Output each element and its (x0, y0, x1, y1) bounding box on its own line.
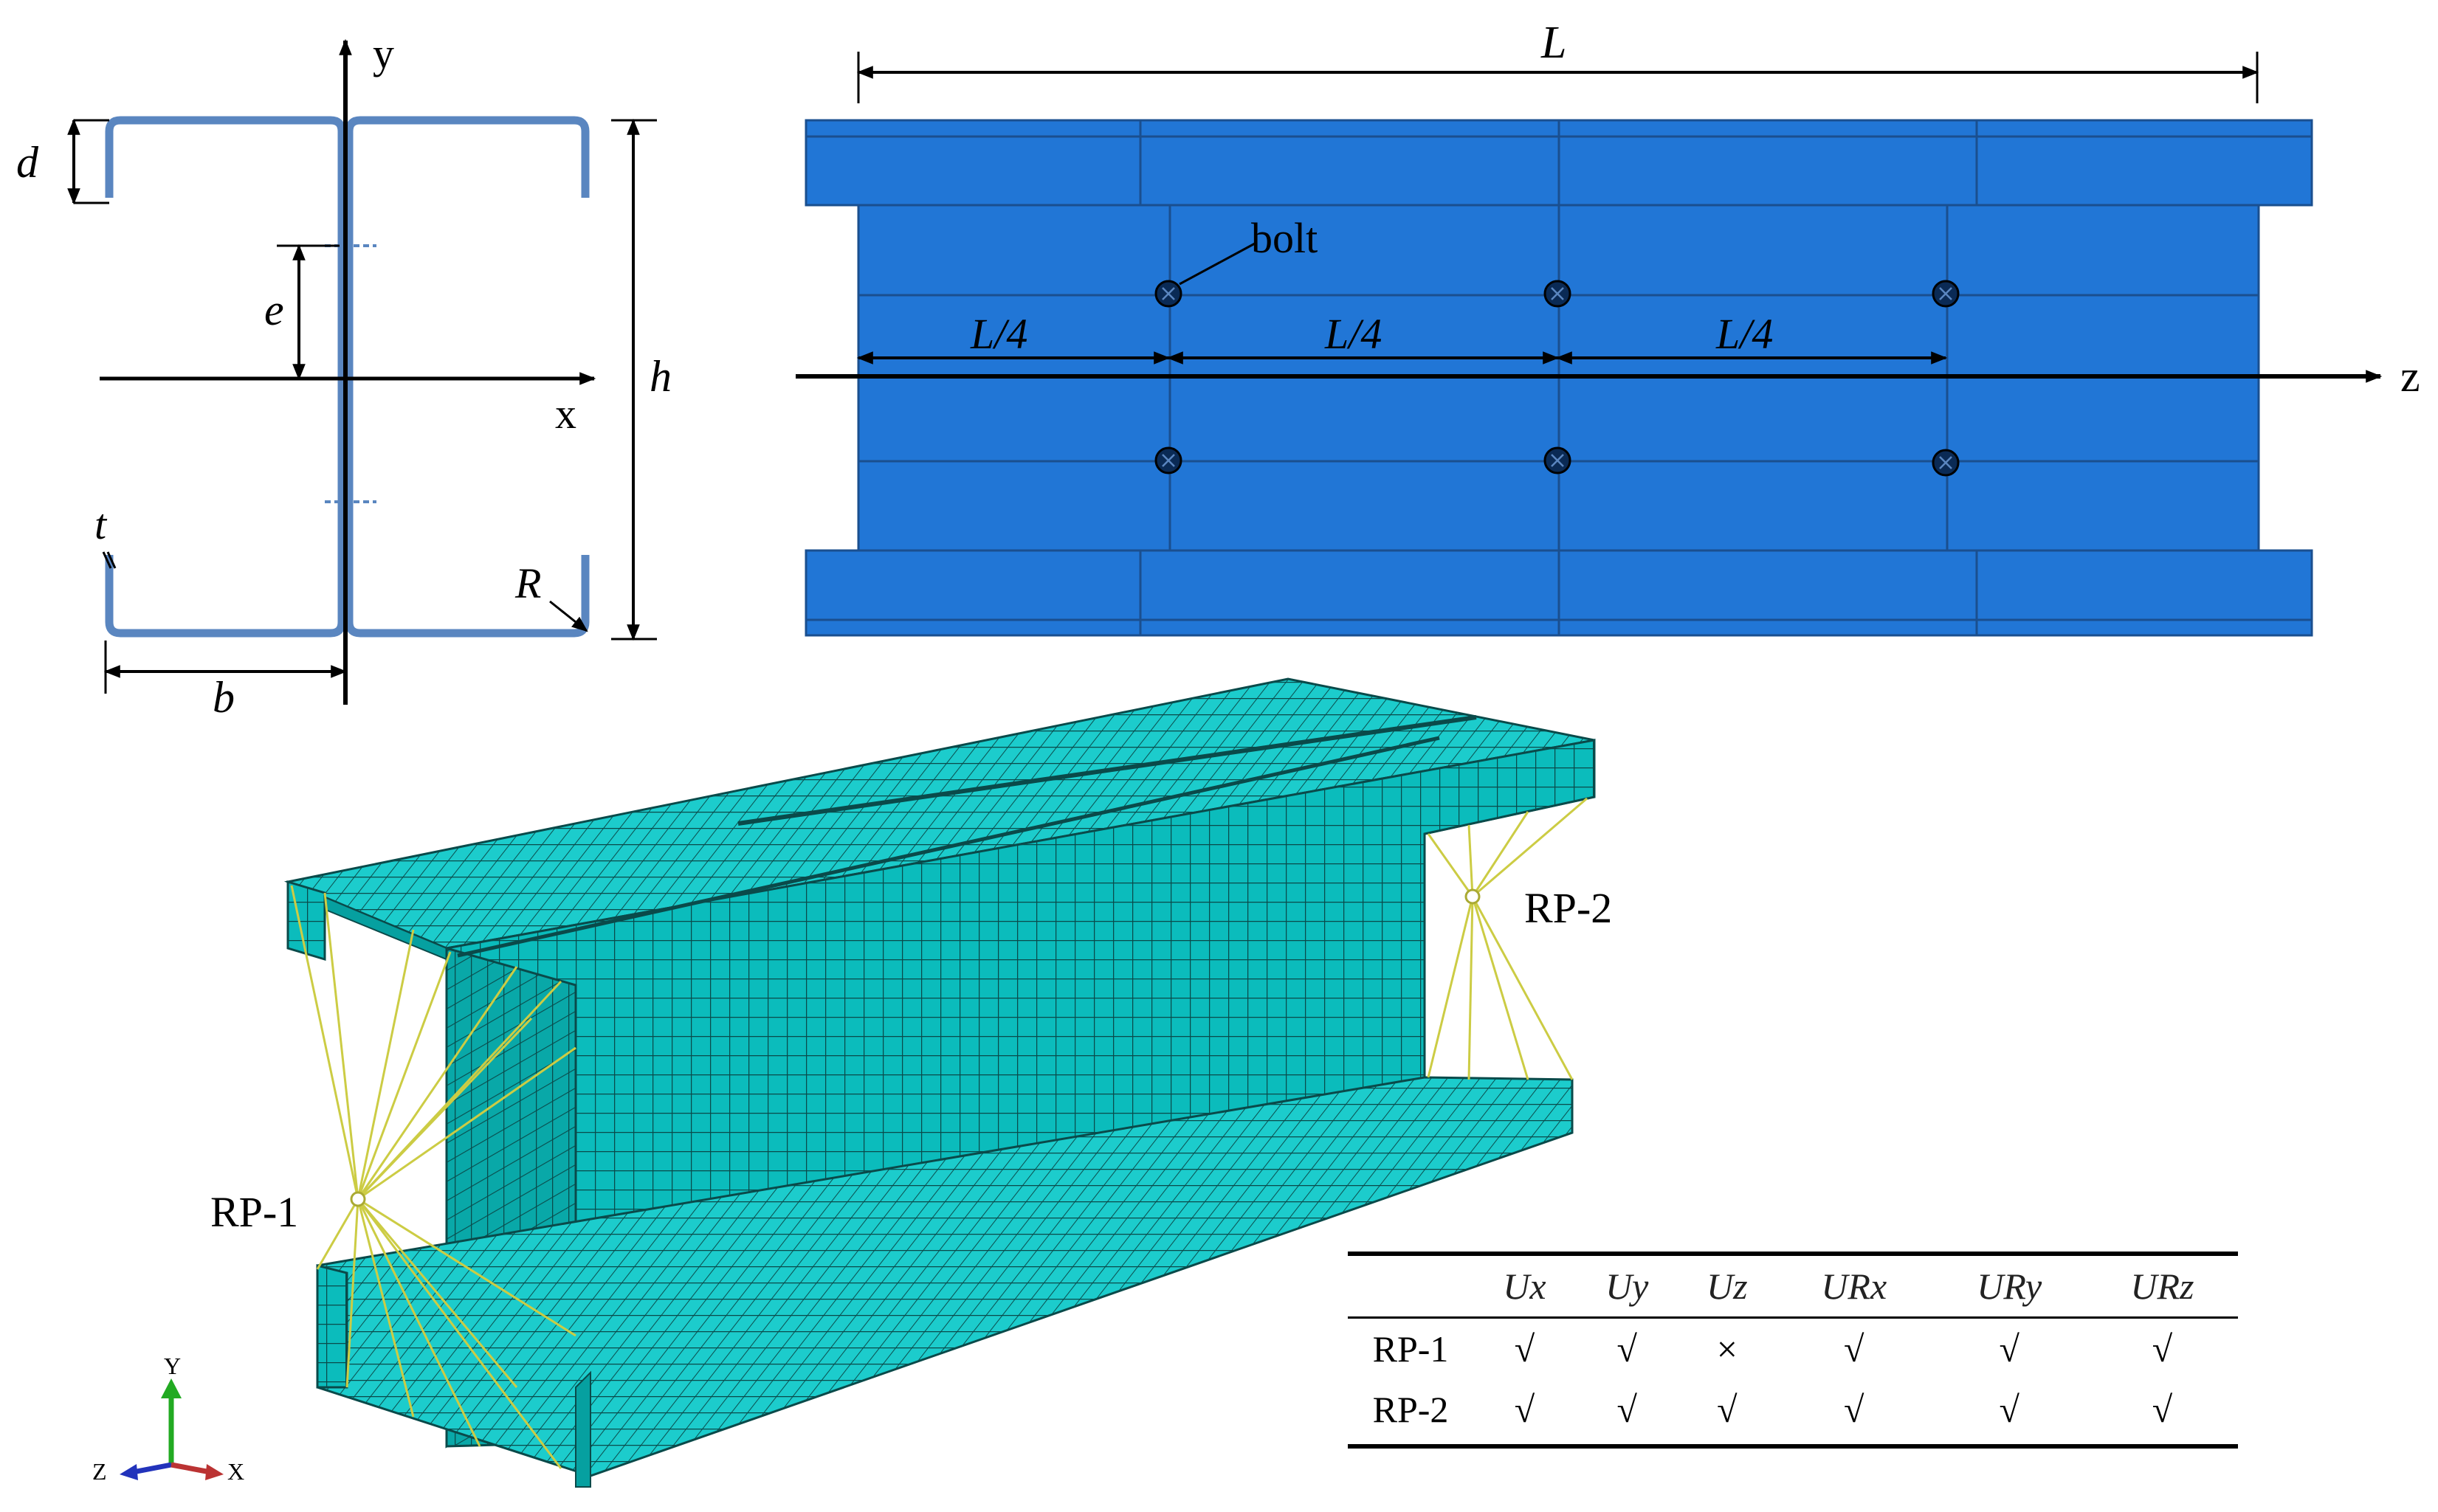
boundary-condition-table: Ux Uy Uz URx URy URz RP-1 √ √ × √ √ √ RP… (1348, 1252, 2238, 1449)
header-urx: URx (1821, 1266, 1887, 1307)
rp1-point (350, 1191, 366, 1207)
dim-quarter-label-3: L/4 (1715, 310, 1773, 358)
dim-quarter-label-1: L/4 (970, 310, 1027, 358)
table-cell: √ (1616, 1328, 1637, 1370)
rp2-label: RP-2 (1524, 884, 1612, 932)
rp2-point (1464, 888, 1481, 905)
dim-R-leader (549, 600, 588, 632)
table-cell: √ (2152, 1389, 2173, 1430)
header-urz: URz (2130, 1266, 2194, 1307)
rp1-label: RP-1 (210, 1188, 298, 1236)
table-cell: √ (1514, 1389, 1535, 1430)
row-label: RP-2 (1372, 1389, 1449, 1430)
dim-quarter-label-2: L/4 (1324, 310, 1382, 358)
x-axis-label: x (555, 390, 576, 438)
table-cell: √ (1514, 1328, 1535, 1370)
header-uz: Uz (1707, 1266, 1748, 1307)
dim-b-label: b (213, 673, 235, 722)
rp1-coupling (290, 885, 576, 1469)
dim-t-label: t (94, 500, 108, 548)
boundary-condition-table-wrap: Ux Uy Uz URx URy URz RP-1 √ √ × √ √ √ RP… (1348, 1252, 2238, 1449)
triad-x-label: X (227, 1458, 244, 1485)
dim-L-label: L (1540, 18, 1566, 68)
row-label: RP-1 (1372, 1328, 1449, 1370)
cross-section: y x d e h t b R (16, 30, 672, 722)
table-cell: √ (1999, 1389, 2019, 1430)
table-cell: √ (1999, 1328, 2019, 1370)
header-uy: Uy (1605, 1266, 1649, 1307)
rp2-coupling (1427, 797, 1588, 1080)
table-cell: √ (2152, 1328, 2173, 1370)
table-row: RP-1 √ √ × √ √ √ (1348, 1318, 2238, 1380)
header-ury: URy (1977, 1266, 2042, 1307)
dim-e-label: e (264, 286, 284, 334)
y-axis-label: y (373, 30, 394, 77)
table-cell: × (1716, 1328, 1738, 1370)
table-header-row: Ux Uy Uz URx URy URz (1348, 1254, 2238, 1318)
bottom-lip-left (316, 1264, 348, 1389)
header-blank (1348, 1254, 1473, 1318)
table-cell: √ (1717, 1389, 1738, 1430)
dim-d-label: d (16, 138, 39, 187)
triad-y-label: Y (164, 1353, 181, 1379)
z-axis-label: z (2400, 352, 2420, 401)
fe-model: RP-1 RP-2 Y Z X (92, 677, 1612, 1488)
bolt-label: bolt (1251, 214, 1318, 262)
dim-h-label: h (650, 352, 672, 401)
bottom-lip-front (575, 1370, 591, 1488)
table-cell: √ (1844, 1328, 1864, 1370)
triad-z-label: Z (92, 1458, 107, 1485)
upper-lip-left (286, 880, 326, 962)
header-ux: Ux (1503, 1266, 1546, 1307)
table-row: RP-2 √ √ √ √ √ √ (1348, 1379, 2238, 1446)
elevation-view: L z L/4 L/4 L/4 bolt (796, 18, 2420, 637)
coordinate-triad: Y Z X (92, 1353, 244, 1485)
table-cell: √ (1616, 1389, 1637, 1430)
bolt-leader (1179, 242, 1256, 286)
dim-R-label: R (514, 559, 541, 607)
table-cell: √ (1844, 1389, 1864, 1430)
